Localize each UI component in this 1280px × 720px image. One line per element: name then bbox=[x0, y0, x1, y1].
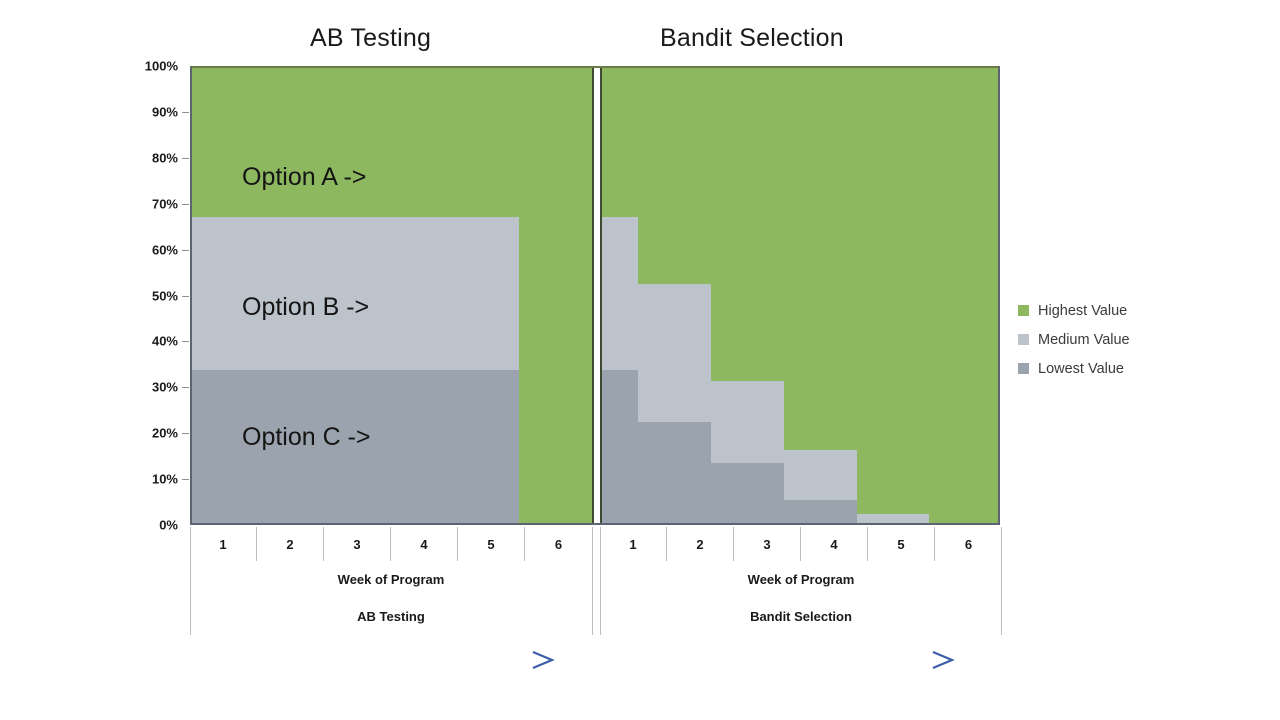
x-axis-tick-label: 3 bbox=[324, 527, 391, 561]
x-axis-tick-label: 4 bbox=[391, 527, 458, 561]
axis-rule bbox=[190, 527, 191, 635]
band-lowest-value bbox=[783, 499, 858, 523]
y-axis-tick-label: 20% bbox=[151, 425, 178, 441]
band-highest-value bbox=[711, 68, 785, 381]
band-medium-value bbox=[192, 216, 520, 371]
y-axis-tick-label: 50% bbox=[151, 288, 178, 303]
band-highest-value bbox=[638, 68, 712, 285]
band-medium-value bbox=[856, 513, 930, 523]
legend-item[interactable]: Lowest Value bbox=[1018, 354, 1198, 383]
y-axis-tick-mark bbox=[182, 203, 189, 205]
x-axis-tick-label: 2 bbox=[257, 527, 324, 561]
legend-swatch-icon bbox=[1018, 363, 1029, 374]
x-axis-tick-label: 2 bbox=[667, 527, 734, 561]
panel-divider bbox=[592, 68, 602, 523]
y-axis-tick-label: 70% bbox=[151, 196, 178, 212]
y-axis-tick-label: 0% bbox=[159, 517, 178, 533]
y-axis-tick-label: 80% bbox=[151, 150, 178, 166]
x-axis-tick-label: 3 bbox=[734, 527, 801, 561]
plot-area: Option A -> Option B -> Option C -> bbox=[190, 66, 1000, 525]
band-medium-value bbox=[783, 448, 858, 501]
y-axis-tick-label: 10% bbox=[151, 471, 178, 487]
y-axis-tick-mark bbox=[182, 341, 189, 343]
panel-bandit-selection bbox=[602, 68, 998, 523]
band-medium-value bbox=[711, 380, 785, 464]
x-axis-tick-label: 6 bbox=[554, 536, 563, 552]
axis-rule bbox=[592, 527, 593, 635]
axis-rule bbox=[600, 527, 601, 635]
y-axis-tick-label: 40% bbox=[151, 333, 178, 349]
y-axis-tick-mark bbox=[182, 111, 189, 113]
y-axis-tick-mark bbox=[182, 433, 189, 435]
y-axis-tick-label: 100% bbox=[144, 58, 178, 74]
annotation-option-c: Option C -> bbox=[242, 423, 371, 451]
band-highest-value bbox=[929, 68, 998, 523]
x-axis-caption-bandit: Week of Program bbox=[747, 572, 855, 587]
x-axis-tick-label: 6 bbox=[964, 536, 973, 552]
band-lowest-value bbox=[602, 369, 639, 523]
x-axis-tick-label: 1 bbox=[600, 527, 667, 561]
annotation-option-b: Option B -> bbox=[242, 293, 370, 321]
band-lowest-value bbox=[192, 369, 520, 523]
legend-item-label: Highest Value bbox=[1038, 302, 1128, 319]
y-axis-tick-label: 30% bbox=[151, 379, 178, 395]
y-axis-tick-mark bbox=[182, 387, 189, 389]
x-axis-tick-label: 5 bbox=[868, 527, 935, 561]
band-medium-value bbox=[602, 216, 639, 371]
x-axis-caption-ab: Week of Program bbox=[337, 572, 445, 587]
annotation-option-a: Option A -> bbox=[242, 163, 367, 191]
x-axis-tick-label: 1 bbox=[190, 527, 257, 561]
panel-ab-testing: Option A -> Option B -> Option C -> bbox=[192, 68, 592, 523]
legend-item-label: Lowest Value bbox=[1038, 360, 1124, 377]
progress-arrow-bandit-selection bbox=[620, 648, 960, 672]
progress-arrow-ab-testing bbox=[200, 648, 560, 672]
band-highest-value bbox=[519, 68, 592, 523]
y-axis-tick-mark bbox=[182, 249, 189, 251]
y-axis: 100% 90% 80% 70% 60% 50% 40% 30% 20% 10% 0% bbox=[120, 54, 189, 539]
y-axis-tick-label: 90% bbox=[151, 104, 178, 120]
panel-title-ab-testing: AB Testing bbox=[310, 24, 432, 52]
band-medium-value bbox=[638, 283, 712, 423]
legend-swatch-icon bbox=[1018, 305, 1029, 316]
x-axis-subcaption-ab: AB Testing bbox=[357, 609, 425, 624]
panel-title-bandit-selection: Bandit Selection bbox=[660, 24, 844, 52]
legend-item-label: Medium Value bbox=[1038, 331, 1130, 348]
band-lowest-value bbox=[638, 421, 712, 523]
legend-item[interactable]: Highest Value bbox=[1018, 296, 1198, 325]
y-axis-tick-mark bbox=[182, 479, 189, 481]
y-axis-tick-mark bbox=[182, 295, 189, 297]
x-axis-tick-label: 4 bbox=[801, 527, 868, 561]
band-highest-value bbox=[602, 68, 639, 217]
band-highest-value bbox=[783, 68, 858, 450]
y-axis-tick-mark bbox=[182, 157, 189, 159]
legend-item[interactable]: Medium Value bbox=[1018, 325, 1198, 354]
band-highest-value bbox=[192, 68, 520, 217]
legend-swatch-icon bbox=[1018, 334, 1029, 345]
axis-rule bbox=[1001, 527, 1002, 635]
y-axis-tick-label: 60% bbox=[151, 242, 178, 258]
x-axis-tick-label: 5 bbox=[458, 527, 525, 561]
band-lowest-value bbox=[711, 462, 785, 523]
x-axis-subcaption-bandit: Bandit Selection bbox=[750, 609, 852, 624]
band-highest-value bbox=[856, 68, 930, 514]
